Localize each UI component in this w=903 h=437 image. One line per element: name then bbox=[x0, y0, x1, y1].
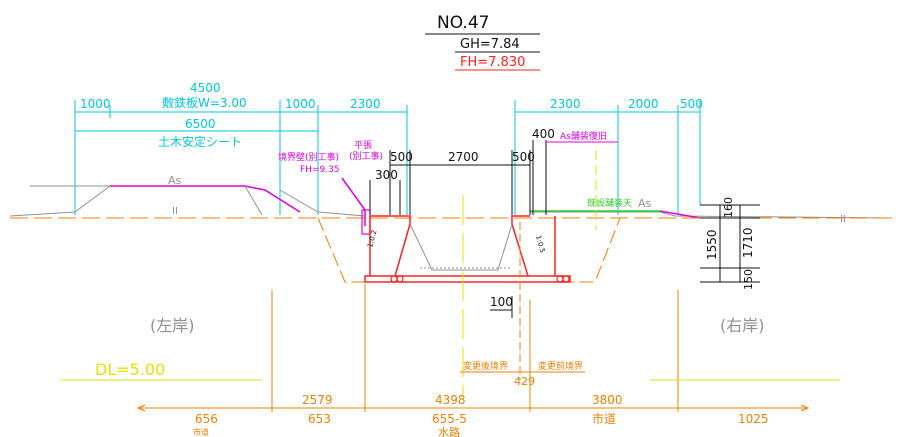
dim-4398: 4398 bbox=[435, 393, 466, 407]
dim-waterway: 水路 bbox=[438, 426, 460, 437]
slope-left: 1:0.2 bbox=[366, 229, 378, 248]
boundary-after: 変更後境界 bbox=[463, 360, 508, 372]
structure-dimension-lines bbox=[369, 140, 547, 318]
boundary-before: 変更前境界 bbox=[538, 360, 583, 372]
dim-2579: 2579 bbox=[302, 393, 333, 407]
dim-3800-sub: 市道 bbox=[592, 411, 616, 426]
dim-150: 150 bbox=[742, 269, 755, 290]
bottom-dimension-line bbox=[136, 404, 810, 412]
dim-2700: 2700 bbox=[448, 150, 479, 164]
dim-500-wall-right: 500 bbox=[512, 150, 535, 164]
h-mark-left: II bbox=[172, 206, 178, 217]
dim-500-right-top: 500 bbox=[680, 97, 703, 111]
top-right-dimensions bbox=[514, 100, 701, 215]
dim-300: 300 bbox=[375, 168, 398, 182]
dim-100: 100 bbox=[490, 295, 513, 309]
as-label-right: As bbox=[638, 197, 652, 210]
dim-160: 160 bbox=[722, 197, 735, 218]
as-label-left: As bbox=[168, 174, 182, 187]
existing-pavement-note: 既設舗装天 bbox=[587, 197, 632, 209]
dim-1710: 1710 bbox=[741, 227, 755, 258]
boundary-wall-note: 境界壁(別工事) bbox=[278, 151, 339, 163]
heichou-sub: (別工事) bbox=[349, 150, 383, 162]
datum-level: DL=5.00 bbox=[95, 360, 165, 379]
dim-1000-left: 1000 bbox=[80, 97, 111, 111]
boundary-offset: 429 bbox=[514, 375, 535, 388]
ground-height: GH=7.84 bbox=[460, 37, 520, 52]
boundary-wall-fh: FH=9.35 bbox=[300, 165, 340, 175]
right-vertical-dimensions bbox=[700, 204, 760, 283]
h-mark-right: II bbox=[840, 214, 846, 225]
dim-3800: 3800 bbox=[592, 393, 623, 407]
dim-6500: 6500 bbox=[185, 117, 216, 131]
dim-1000-mid: 1000 bbox=[285, 97, 316, 111]
dim-4500: 4500 bbox=[190, 81, 221, 95]
boundary-wall-block bbox=[361, 209, 371, 235]
dim-656: 656 bbox=[195, 412, 218, 426]
dim-1550: 1550 bbox=[705, 229, 719, 260]
dim-653: 653 bbox=[308, 412, 331, 426]
vertical-boundary-lines bbox=[271, 150, 679, 412]
dim-655-5: 655-5 bbox=[432, 412, 467, 426]
right-bank-label: (右岸) bbox=[720, 316, 765, 335]
dim-sheet-name: 土木安定シート bbox=[158, 134, 242, 149]
section-number: NO.47 bbox=[437, 13, 489, 33]
dim-500-wall-left: 500 bbox=[390, 150, 413, 164]
heichou-note: 平張 bbox=[354, 140, 372, 151]
pave-restore-note: As舗装復旧 bbox=[560, 130, 607, 142]
dim-656-sub: 市道 bbox=[193, 427, 209, 437]
formation-height: FH=7.830 bbox=[460, 55, 525, 70]
dim-1025: 1025 bbox=[738, 412, 769, 426]
excavation-outline bbox=[317, 217, 621, 283]
left-bank-label: (左岸) bbox=[150, 316, 195, 335]
dim-sheet-label: 敷鉄板W=3.00 bbox=[162, 95, 247, 110]
top-left-dimensions bbox=[74, 100, 408, 215]
dim-2300-left: 2300 bbox=[350, 97, 381, 111]
ground-lines bbox=[9, 185, 895, 219]
slope-right: 1:0.5 bbox=[534, 234, 546, 253]
inner-channel bbox=[409, 223, 513, 271]
dim-400: 400 bbox=[532, 127, 555, 141]
channel-structure bbox=[364, 215, 571, 283]
dim-2300-right: 2300 bbox=[550, 97, 581, 111]
dim-2000: 2000 bbox=[628, 97, 659, 111]
footing-rebar bbox=[390, 275, 570, 283]
